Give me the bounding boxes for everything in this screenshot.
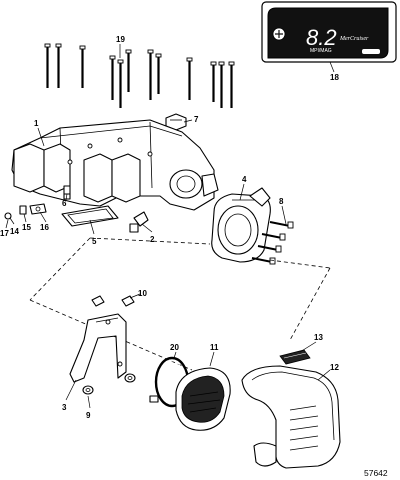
leader-lines bbox=[5, 44, 335, 409]
decal-part: 8.2 MPI/MAG MerCruiser bbox=[261, 1, 397, 63]
grommet-parts bbox=[91, 295, 135, 307]
gasket-part bbox=[61, 205, 119, 227]
callout-7: 7 bbox=[194, 115, 199, 124]
bolt-set-8 bbox=[251, 221, 294, 265]
callout-3: 3 bbox=[62, 403, 67, 412]
callout-18: 18 bbox=[330, 73, 339, 82]
decal-strip-part bbox=[279, 349, 311, 365]
assembly-guide-lines bbox=[29, 237, 331, 371]
callout-14: 14 bbox=[10, 227, 19, 236]
decal-large-text: 8.2 bbox=[306, 25, 337, 50]
bracket-part bbox=[69, 313, 127, 383]
figure-number: 57642 bbox=[364, 468, 388, 478]
decal-sub-text: MPI/MAG bbox=[310, 48, 332, 54]
callout-10: 10 bbox=[138, 289, 147, 298]
callout-16: 16 bbox=[40, 223, 49, 232]
intake-manifold-part bbox=[11, 119, 219, 211]
callout-6: 6 bbox=[62, 199, 67, 208]
callout-5: 5 bbox=[92, 237, 97, 246]
sensor-part-2 bbox=[129, 211, 149, 233]
bushing-parts bbox=[82, 373, 136, 395]
callout-17: 17 bbox=[0, 229, 9, 238]
callout-15: 15 bbox=[22, 223, 31, 232]
callout-11: 11 bbox=[210, 343, 219, 352]
throttle-body-part bbox=[211, 187, 271, 263]
callout-1: 1 bbox=[34, 119, 39, 128]
callout-19: 19 bbox=[116, 35, 125, 44]
callout-4: 4 bbox=[242, 175, 247, 184]
callout-9: 9 bbox=[86, 411, 91, 420]
flame-arrestor-part bbox=[175, 367, 231, 431]
callout-20: 20 bbox=[170, 343, 179, 352]
long-bolt-set bbox=[44, 43, 235, 108]
callout-labels: 1 2 3 4 5 6 7 8 9 10 11 12 13 14 15 16 1… bbox=[0, 35, 339, 420]
callout-2: 2 bbox=[150, 235, 155, 244]
decal-script-text: MerCruiser bbox=[339, 36, 369, 42]
arrestor-cover-part bbox=[241, 365, 341, 469]
callout-12: 12 bbox=[330, 363, 339, 372]
callout-8: 8 bbox=[279, 197, 284, 206]
callout-13: 13 bbox=[314, 333, 323, 342]
